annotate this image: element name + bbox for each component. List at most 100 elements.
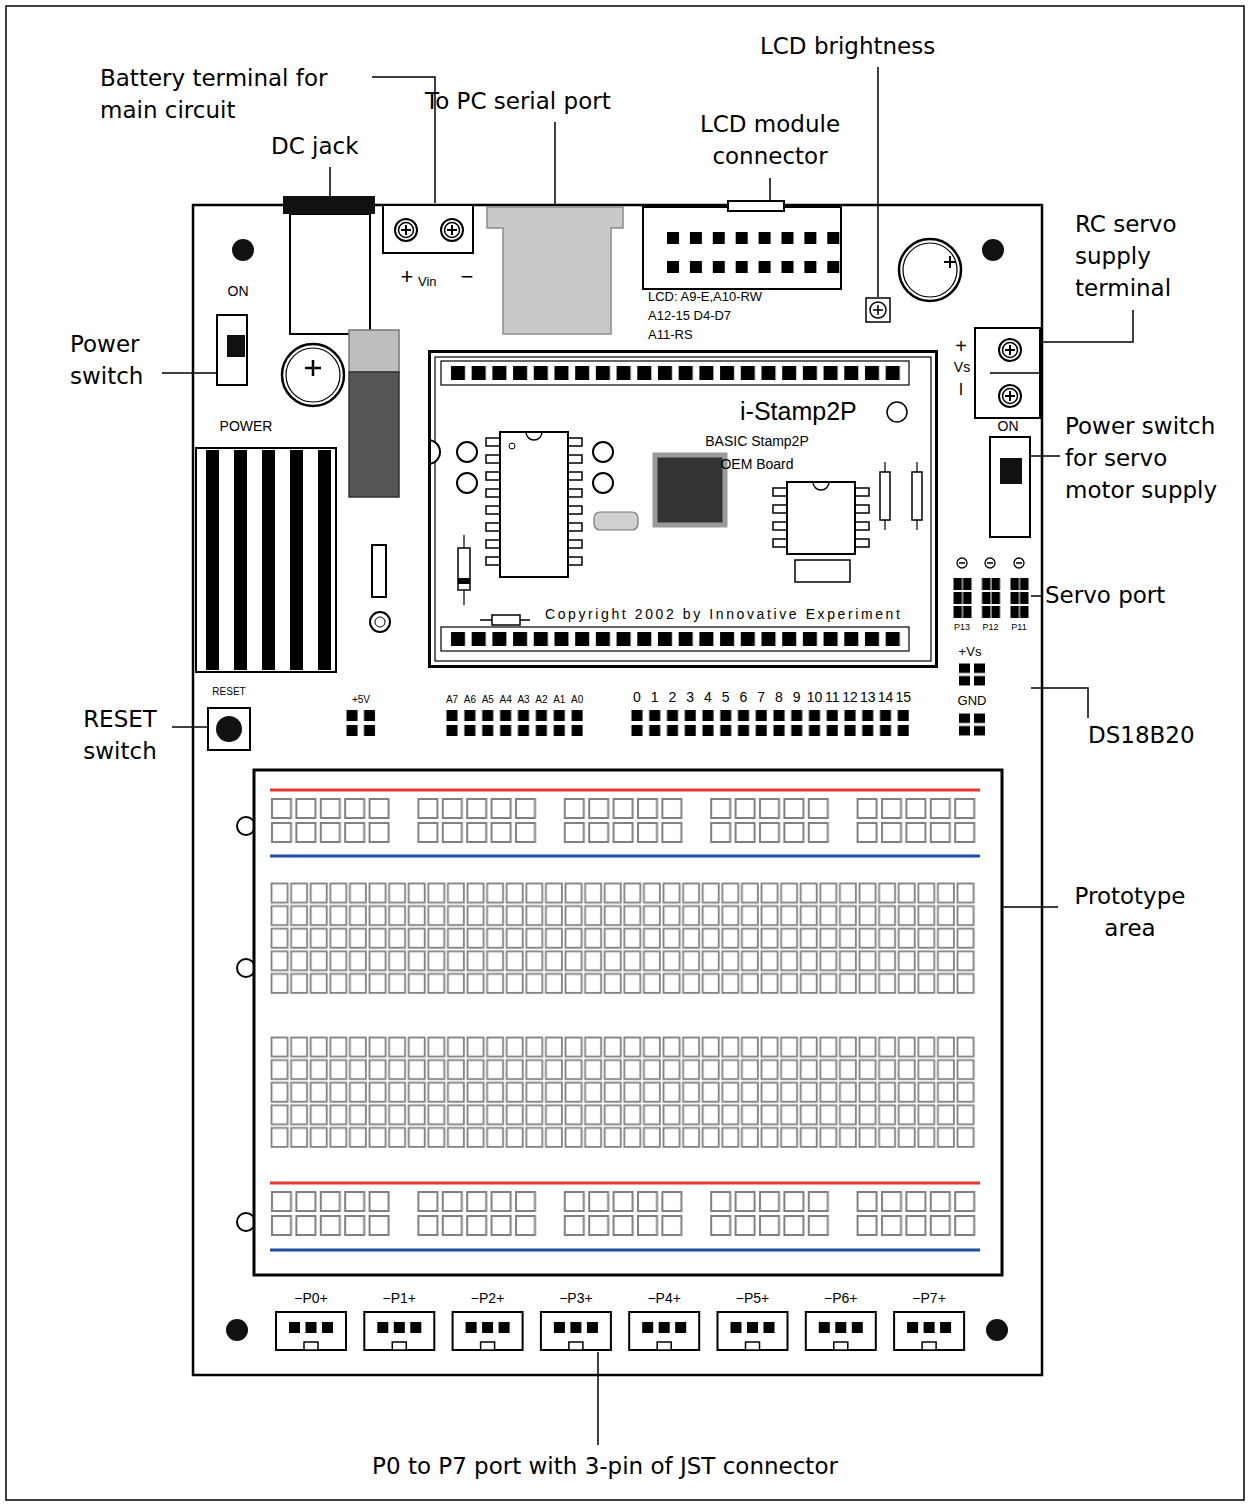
board-print: A12-15 D4-D7 — [648, 308, 731, 324]
port-label: −P7+ — [912, 1290, 945, 1307]
text-holder: A2 — [535, 694, 547, 706]
callout-label: RESET switch — [60, 703, 180, 767]
module-name: i-Stamp2P — [740, 396, 857, 426]
text-holder: 9 — [793, 689, 801, 706]
pin-label: 6 — [740, 689, 748, 706]
board-print: + — [955, 334, 967, 358]
text-holder: 14 — [878, 689, 894, 706]
module-board: i-Stamp2P BASIC Stamp2P OEM BoardCopyrigh… — [428, 350, 938, 668]
board-print: RESET — [212, 686, 245, 698]
pin-label: 13 — [860, 689, 876, 706]
text-holder: + — [955, 334, 967, 358]
text-holder: 13 — [860, 689, 876, 706]
callout-label: P0 to P7 port with 3-pin of JST connecto… — [372, 1453, 838, 1481]
board-print: LCD: A9-E,A10-RW — [648, 289, 762, 305]
callout-label: LCD brightness — [760, 33, 935, 61]
board-print: + — [401, 264, 414, 290]
text-holder: −P6+ — [824, 1290, 857, 1307]
board-print: ON — [228, 283, 249, 300]
text-holder: 7 — [757, 689, 765, 706]
board-print: − — [461, 264, 474, 290]
module-subtitle: BASIC Stamp2P OEM Board — [700, 430, 815, 476]
text-holder: −P7+ — [912, 1290, 945, 1307]
text-holder: 11 — [825, 689, 840, 706]
text-holder: −P1+ — [383, 1290, 416, 1307]
port-label: −P5+ — [736, 1290, 769, 1307]
text-holder: Power switch — [70, 328, 180, 392]
board-print: A11-RS — [648, 327, 693, 343]
pin-label: 0 — [633, 689, 641, 706]
text-holder: 6 — [740, 689, 748, 706]
text-holder: A1 — [553, 694, 565, 706]
text-holder: LCD: A9-E,A10-RW — [648, 289, 762, 305]
text-holder: 1 — [651, 689, 659, 706]
text-holder: A3 — [517, 694, 529, 706]
text-holder: LCD brightness — [760, 33, 935, 61]
pin-label: 5 — [722, 689, 730, 706]
callout-label: RC servo supply terminal — [1075, 208, 1225, 304]
text-holder: Copyright 2002 by Innovative Experiment — [545, 606, 902, 623]
text-holder: 5 — [722, 689, 730, 706]
text-holder: 2 — [669, 689, 677, 706]
pin-label: P12 — [982, 622, 998, 633]
text-holder: Prototype area — [1055, 880, 1205, 944]
pin-label: 8 — [775, 689, 783, 706]
text-holder: I — [959, 380, 963, 399]
pin-label: A4 — [500, 694, 512, 706]
text-holder: 4 — [704, 689, 712, 706]
text-holder: ON — [228, 283, 249, 300]
text-holder: A0 — [571, 694, 583, 706]
text-holder: + — [401, 264, 414, 290]
pin-label: 2 — [669, 689, 677, 706]
text-holder: Vin — [418, 274, 437, 290]
text-holder: P11 — [1011, 622, 1026, 633]
board-print: Vin — [418, 274, 437, 290]
text-holder: RC servo supply terminal — [1075, 208, 1225, 304]
callout-label: LCD module connector — [670, 108, 870, 172]
text-holder: −P0+ — [294, 1290, 327, 1307]
callout-label: Power switch for servo motor supply — [1065, 410, 1235, 506]
leader-lines — [162, 67, 1133, 1445]
text-holder: P12 — [982, 622, 998, 633]
copyright-note: Copyright 2002 by Innovative Experiment — [545, 606, 902, 623]
pin-label: A3 — [517, 694, 529, 706]
board-print: ON — [998, 418, 1019, 435]
text-holder: +5V — [352, 694, 370, 706]
pin-label: A0 — [571, 694, 583, 706]
text-holder: 3 — [686, 689, 694, 706]
pin-label: 12 — [842, 689, 858, 706]
callout-label: Power switch — [70, 328, 180, 392]
text-holder: 8 — [775, 689, 783, 706]
text-holder: P0 to P7 port with 3-pin of JST connecto… — [372, 1453, 838, 1481]
text-holder: A12-15 D4-D7 — [648, 308, 731, 324]
board-print: POWER — [220, 418, 273, 435]
board-print: +5V — [352, 694, 370, 706]
pin-label: 1 — [651, 689, 659, 706]
text-holder: DC jack — [271, 133, 359, 161]
callout-label: Prototype area — [1055, 880, 1205, 944]
text-holder: RESET switch — [60, 703, 180, 767]
pin-label: A7 — [446, 694, 458, 706]
pin-label: A5 — [482, 694, 494, 706]
text-holder: +Vs — [959, 644, 982, 660]
pin-label: 11 — [825, 689, 840, 706]
board-print: I — [959, 380, 963, 399]
text-holder: −P2+ — [471, 1290, 504, 1307]
text-holder: A7 — [446, 694, 458, 706]
board-print: Vs — [954, 359, 970, 376]
text-holder: BASIC Stamp2P OEM Board — [700, 430, 815, 476]
text-holder: Battery terminal for main circuit — [100, 62, 390, 126]
text-holder: POWER — [220, 418, 273, 435]
text-holder: A6 — [464, 694, 476, 706]
board-print: GND — [958, 693, 987, 709]
text-holder: P13 — [954, 622, 970, 633]
pin-label: 10 — [807, 689, 823, 706]
text-holder: GND — [958, 693, 987, 709]
text-holder: A11-RS — [648, 327, 693, 343]
pin-label: 14 — [878, 689, 894, 706]
pin-label: 7 — [757, 689, 765, 706]
text-holder: i-Stamp2P — [740, 396, 857, 426]
callout-label: Battery terminal for main circuit — [100, 62, 390, 126]
